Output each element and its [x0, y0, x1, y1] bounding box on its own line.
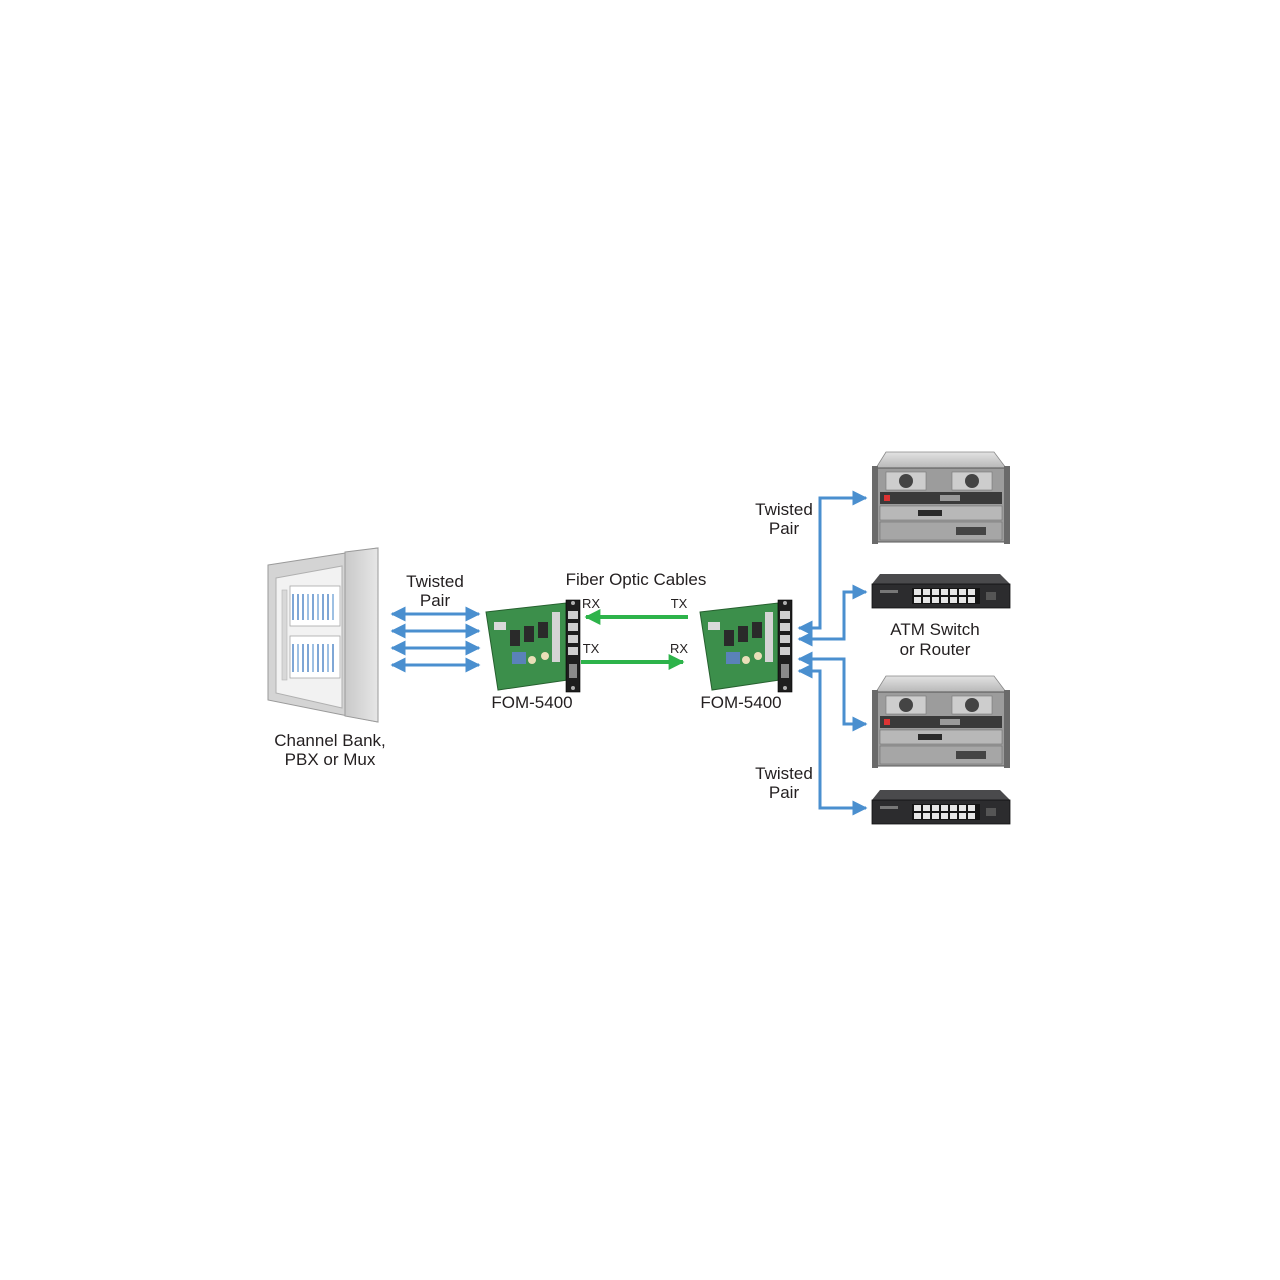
network-switch-icon: [871, 574, 1011, 609]
right-twisted-pair-top-line1: Twisted: [755, 500, 813, 519]
fiber-optic-cables-label: Fiber Optic Cables: [566, 570, 707, 589]
channel-bank-cabinet-icon: [267, 547, 379, 723]
left-module-rx-label: RX: [582, 596, 600, 611]
right-twisted-pair-top-line2: Pair: [769, 519, 800, 538]
right-twisted-pair-lines: [797, 490, 868, 816]
network-switch-icon: [871, 790, 1011, 825]
left-twisted-pair-label-line1: Twisted: [406, 572, 464, 591]
cabinet-card-rack-lower: [289, 635, 341, 679]
cabinet-card-rack-upper: [289, 585, 341, 627]
link-to-chassis-bottom: [797, 651, 868, 732]
fiber-optic-arrows: [581, 609, 688, 670]
left-twisted-pair-arrows: [390, 606, 481, 673]
atm-switch-label-line1: ATM Switch: [890, 620, 979, 639]
channel-bank-label-line1: Channel Bank,: [274, 731, 386, 750]
right-twisted-pair-bottom-line1: Twisted: [755, 764, 813, 783]
right-module-name: FOM-5400: [700, 693, 781, 712]
link-to-switch-top: [797, 584, 868, 647]
atm-switch-label-line2: or Router: [900, 640, 971, 659]
fiber-optic-module-icon: [485, 599, 581, 693]
fiber-optic-module-icon: [699, 599, 793, 693]
router-chassis-icon: [872, 451, 1010, 544]
left-module-name: FOM-5400: [491, 693, 572, 712]
left-twisted-pair-label-line2: Pair: [420, 591, 451, 610]
channel-bank-label-line2: PBX or Mux: [285, 750, 376, 769]
right-twisted-pair-bottom-line2: Pair: [769, 783, 800, 802]
router-chassis-icon: [872, 675, 1010, 768]
right-module-rx-label: RX: [670, 641, 688, 656]
link-to-switch-bottom: [797, 663, 868, 816]
right-module-tx-label: TX: [671, 596, 688, 611]
left-module-tx-label: TX: [583, 641, 600, 656]
